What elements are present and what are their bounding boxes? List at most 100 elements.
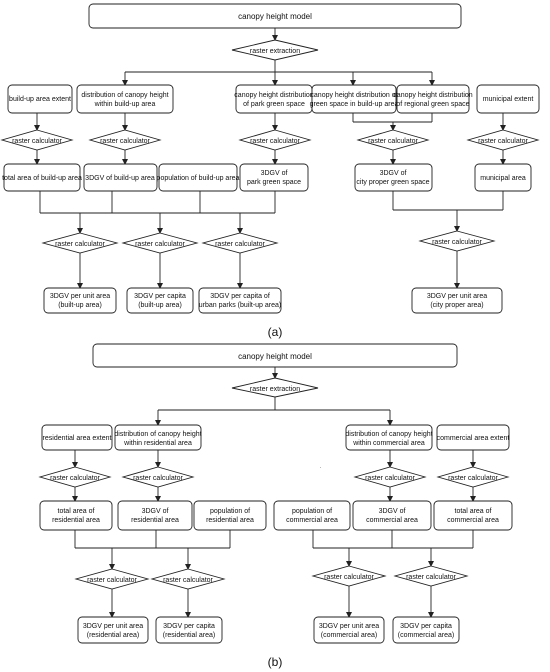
a-input-municipal-extent: municipal extent (476, 84, 540, 114)
a-output-3dgv-park: 3DGV of park green space (239, 163, 309, 192)
svg-text:urban parks (built-up area): urban parks (built-up area) (199, 302, 282, 309)
b-calc-3: raster calculator (353, 466, 427, 488)
a-input-canopy-build-up: distribution of canopy height within bui… (76, 84, 174, 114)
svg-text:(built-up area): (built-up area) (138, 302, 182, 309)
svg-text:park green space: park green space (247, 179, 301, 186)
svg-text:residential area: residential area (206, 517, 254, 524)
a-calc-2: raster calculator (88, 129, 162, 151)
a-final-per-capita-parks: 3DGV per capita of urban parks (built-up… (198, 287, 282, 314)
a-calc-1: raster calculator (0, 129, 74, 151)
svg-text:raster calculator: raster calculator (215, 241, 265, 248)
a-output-3dgv-build-up: 3DGV of build-up area (83, 163, 158, 192)
svg-text:3DGV per unit area: 3DGV per unit area (427, 293, 487, 300)
svg-text:3DGV of: 3DGV of (142, 508, 169, 515)
svg-text:raster extraction: raster extraction (250, 386, 300, 393)
a-input-green-space-build-up: canopy height distribution of green spac… (310, 84, 399, 114)
a-input-regional-green-space: canopy height distribution of regional g… (393, 84, 473, 114)
b-final-per-capita-residential: 3DGV per capita (residential area) (155, 616, 223, 644)
b-calc-7: raster calculator (311, 565, 387, 587)
svg-text:raster calculator: raster calculator (12, 138, 62, 145)
svg-text:3DGV per capita: 3DGV per capita (400, 623, 452, 630)
svg-text:within build-up area: within build-up area (94, 101, 156, 108)
svg-text:within residential area: within residential area (123, 440, 192, 447)
svg-text:population of build-up area: population of build-up area (157, 175, 240, 182)
svg-text:(city proper area): (city proper area) (430, 302, 483, 309)
panel-a-caption: (a) (268, 325, 283, 339)
svg-text:(commercial area): (commercial area) (321, 632, 377, 639)
svg-text:municipal area: municipal area (480, 175, 526, 182)
a-output-municipal-area: municipal area (474, 163, 532, 192)
svg-text:total area of build-up area: total area of build-up area (2, 175, 82, 182)
svg-text:population of: population of (210, 508, 250, 515)
a-canopy-height-model: canopy height model (88, 3, 462, 29)
b-input-residential-extent: residential area extent (41, 424, 113, 451)
svg-text:raster calculator: raster calculator (250, 138, 300, 145)
a-raster-extraction: raster extraction (231, 39, 319, 61)
b-calc-6: raster calculator (150, 568, 226, 590)
svg-text:residential area: residential area (52, 517, 100, 524)
svg-text:total area of: total area of (58, 508, 95, 515)
svg-text:raster calculator: raster calculator (133, 475, 183, 482)
svg-text:3DGV per capita: 3DGV per capita (163, 623, 215, 630)
svg-text:raster calculator: raster calculator (448, 475, 498, 482)
a-input-park-green-space: canopy height distribution of park green… (234, 84, 314, 114)
svg-text:raster calculator: raster calculator (163, 577, 213, 584)
svg-text:canopy height distribution: canopy height distribution (393, 92, 472, 99)
svg-text:3DGV of: 3DGV of (379, 508, 406, 515)
svg-text:raster calculator: raster calculator (50, 475, 100, 482)
svg-text:green space in build-up area: green space in build-up area (310, 101, 399, 108)
panel-a-connectors (34, 28, 506, 289)
b-input-commercial-extent: commercial area extent (436, 424, 510, 451)
a-calc-6: raster calculator (41, 232, 119, 254)
svg-text:(built-up area): (built-up area) (58, 302, 102, 309)
panel-b: canopy height model raster extraction re… (38, 343, 513, 669)
svg-text:raster calculator: raster calculator (478, 138, 528, 145)
a-calc-4: raster calculator (356, 129, 430, 151)
b-calc-4: raster calculator (436, 466, 510, 488)
a-output-total-area: total area of build-up area (2, 163, 82, 192)
b-calc-5: raster calculator (74, 568, 150, 590)
b-output-3dgv-residential: 3DGV of residential area (117, 500, 193, 531)
svg-text:distribution of canopy height: distribution of canopy height (114, 431, 201, 438)
svg-text:distribution of canopy height: distribution of canopy height (81, 92, 168, 99)
svg-text:of park green space: of park green space (243, 101, 305, 108)
svg-text:3DGV of: 3DGV of (380, 170, 407, 177)
svg-text:commercial area: commercial area (366, 517, 418, 524)
svg-text:3DGV per unit area: 3DGV per unit area (83, 623, 143, 630)
panel-b-connectors (72, 367, 476, 618)
svg-text:commercial area extent: commercial area extent (437, 435, 510, 442)
svg-text:municipal extent: municipal extent (483, 96, 534, 103)
svg-text:(residential area): (residential area) (87, 632, 140, 639)
svg-text:raster calculator: raster calculator (55, 241, 105, 248)
svg-text:canopy height distribution: canopy height distribution (234, 92, 313, 99)
svg-text:raster calculator: raster calculator (406, 574, 456, 581)
svg-text:raster calculator: raster calculator (324, 574, 374, 581)
a-calc-7: raster calculator (121, 232, 199, 254)
svg-text:(commercial area): (commercial area) (398, 632, 454, 639)
svg-text:(residential area): (residential area) (163, 632, 216, 639)
svg-text:distribution of canopy height: distribution of canopy height (345, 431, 432, 438)
b-stray-mark: . (320, 464, 321, 470)
svg-text:commercial area: commercial area (447, 517, 499, 524)
svg-text:residential area: residential area (131, 517, 179, 524)
b-output-total-area-residential: total area of residential area (39, 500, 113, 531)
b-output-population-commercial: population of commercial area (273, 500, 351, 531)
svg-text:3DGV of: 3DGV of (261, 170, 288, 177)
a-calc-9: raster calculator (418, 230, 496, 252)
b-input-canopy-commercial: distribution of canopy height within com… (345, 424, 433, 451)
b-final-per-unit-commercial: 3DGV per unit area (commercial area) (313, 616, 385, 644)
svg-text:raster calculator: raster calculator (87, 577, 137, 584)
svg-text:build-up area extent: build-up area extent (9, 96, 71, 103)
svg-text:of regional green space: of regional green space (396, 101, 469, 108)
svg-text:3DGV per unit area: 3DGV per unit area (50, 293, 110, 300)
svg-text:canopy height model: canopy height model (238, 352, 312, 361)
svg-text:city proper green space: city proper green space (356, 179, 429, 186)
svg-text:raster calculator: raster calculator (365, 475, 415, 482)
svg-text:raster extraction: raster extraction (250, 48, 300, 55)
svg-text:canopy height distribution of: canopy height distribution of (310, 92, 397, 99)
svg-text:within commercial area: within commercial area (352, 440, 425, 447)
svg-text:raster calculator: raster calculator (100, 138, 150, 145)
svg-text:population of: population of (292, 508, 332, 515)
a-final-per-capita-built-up: 3DGV per capita (built-up area) (126, 287, 194, 314)
